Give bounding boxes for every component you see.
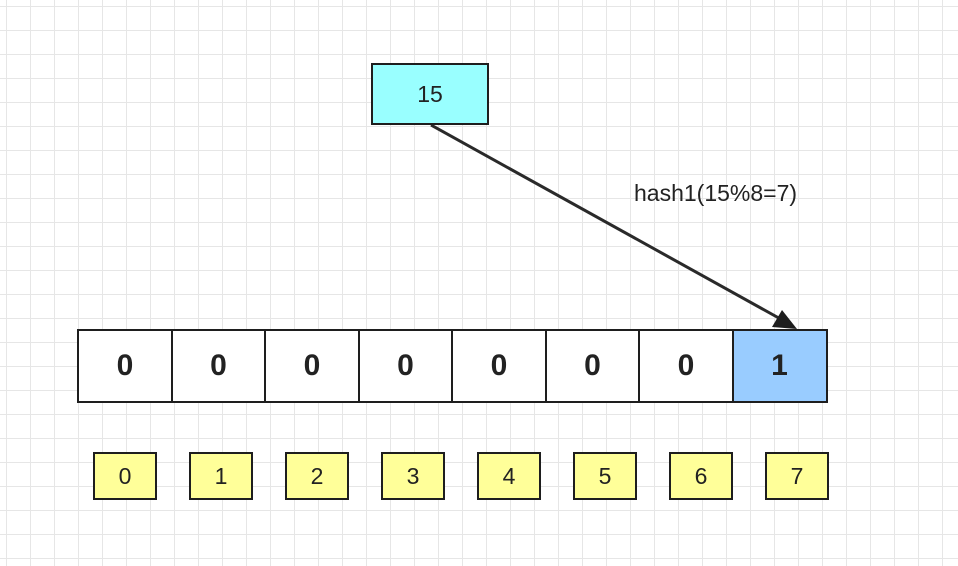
bit-cell: 0: [544, 329, 641, 403]
index-label: 2: [285, 452, 349, 500]
index-label: 1: [189, 452, 253, 500]
bit-cell: 0: [170, 329, 267, 403]
bit-cell: 0: [264, 329, 360, 403]
bit-array: 0 0 0 0 0 0 0 1: [77, 329, 828, 403]
input-element-box: 15: [371, 63, 489, 125]
index-label: 4: [477, 452, 541, 500]
index-label: 3: [381, 452, 445, 500]
bit-cell: 0: [451, 329, 547, 403]
bit-cell: 0: [638, 329, 734, 403]
bit-cell: 1: [731, 329, 828, 403]
index-label: 5: [573, 452, 637, 500]
index-label: 0: [93, 452, 157, 500]
input-element-value: 15: [417, 80, 443, 107]
hash-arrow-head: [772, 310, 797, 329]
index-label: 7: [765, 452, 829, 500]
hash-arrow-line: [430, 123, 787, 324]
bit-cell: 0: [357, 329, 454, 403]
hash-function-label: hash1(15%8=7): [634, 180, 798, 206]
index-label: 6: [669, 452, 733, 500]
bit-cell: 0: [77, 329, 173, 403]
